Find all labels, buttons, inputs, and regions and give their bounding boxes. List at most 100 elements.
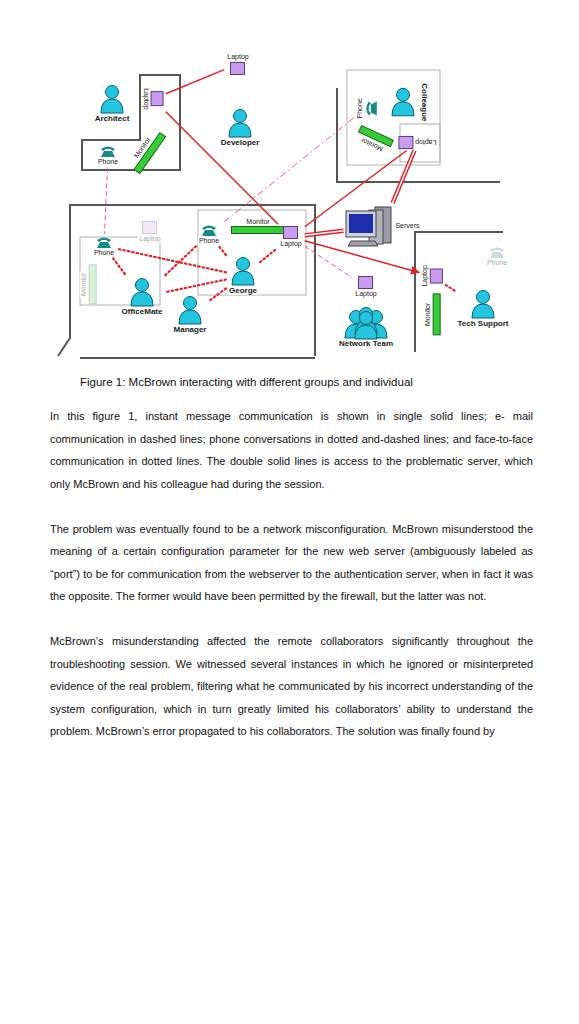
desk-area: [347, 70, 440, 165]
node-label: Laptop: [421, 264, 429, 287]
person-icon: [228, 109, 252, 138]
node-label: Monitor: [245, 218, 270, 226]
person-node: OfficeMate: [121, 278, 164, 317]
node-label: Network Team: [338, 340, 394, 349]
node-label: Laptop: [354, 290, 377, 298]
laptop-icon: [283, 226, 298, 239]
phone-node: Phone: [97, 145, 119, 166]
laptop-icon: [142, 221, 157, 234]
laptop-node: Laptop: [354, 276, 377, 298]
person-icon: [178, 296, 202, 325]
communication-link: [219, 246, 226, 255]
laptop-node: Laptop: [138, 221, 161, 243]
person-icon: [471, 290, 495, 319]
monitor-node: Monitor: [231, 218, 286, 235]
group-icon: [344, 307, 388, 339]
phone-icon: [489, 246, 505, 258]
node-label: Phone: [486, 259, 508, 267]
room-wall: [415, 232, 503, 352]
node-label: Colleague: [419, 82, 428, 122]
room-wall: [58, 205, 315, 358]
node-label: Phone: [198, 237, 220, 245]
monitor-icon: [231, 226, 286, 234]
node-label: Developer: [220, 139, 261, 148]
desk-area: [80, 237, 160, 305]
paragraph: In this figure 1, instant message commun…: [50, 405, 533, 495]
phone-node: Phone: [198, 224, 220, 245]
communication-link: [209, 289, 226, 301]
communication-link: [113, 258, 126, 275]
communication-link: [165, 280, 226, 293]
laptop-icon: [398, 136, 413, 149]
monitor-icon: [88, 264, 96, 304]
node-label: OfficeMate: [121, 308, 164, 317]
node-label: Laptop: [279, 240, 302, 248]
phone-icon: [364, 100, 376, 116]
phone-icon: [201, 224, 217, 236]
communication-link: [105, 167, 108, 233]
caption-text: Figure 1: McBrown interacting with diffe…: [80, 376, 413, 388]
person-icon: [130, 278, 154, 307]
laptop-icon: [151, 91, 164, 106]
person-icon: [100, 85, 124, 114]
node-label: Laptop: [142, 87, 150, 110]
laptop-node: Laptop: [226, 53, 249, 75]
communication-link: [305, 241, 419, 273]
node-label: Servers: [394, 222, 420, 230]
communication-link: [305, 231, 344, 236]
body-text: In this figure 1, instant message commun…: [50, 405, 533, 765]
phone-node: Phone: [486, 246, 508, 267]
node-label: Architect: [94, 115, 131, 124]
laptop-icon: [358, 276, 373, 289]
person-node: Manager: [173, 296, 208, 335]
communication-link: [260, 248, 277, 262]
communication-link: [445, 284, 455, 290]
node-label: Phone: [97, 158, 119, 166]
node-label: Laptop: [414, 138, 437, 146]
node-label: George: [228, 287, 258, 296]
communication-link: [165, 246, 196, 275]
person-node: Tech Support: [457, 290, 510, 329]
laptop-node: Laptop: [421, 264, 443, 287]
node-label: Monitor: [424, 301, 432, 326]
monitor-node: Monitor: [424, 293, 441, 335]
phone-node: Phone: [93, 236, 115, 257]
group-node: Network Team: [338, 307, 394, 349]
phone-node: Phone: [356, 97, 377, 119]
phone-icon: [100, 145, 116, 157]
desk-area: [198, 210, 306, 295]
phone-icon: [96, 236, 112, 248]
communication-link: [166, 70, 224, 94]
node-label: Laptop: [226, 53, 249, 61]
node-label: Monitor: [80, 271, 88, 296]
figure-caption: Figure 1: McBrown interacting with diffe…: [80, 374, 413, 390]
monitor-node: Monitor: [80, 264, 97, 304]
person-node: George: [228, 257, 258, 296]
node-label: Phone: [93, 249, 115, 257]
monitor-icon: [432, 293, 440, 335]
paragraph: The problem was eventually found to be a…: [50, 518, 533, 608]
person-node: Architect: [94, 85, 131, 124]
node-label: Phone: [356, 97, 364, 119]
room-wall: [82, 75, 180, 170]
node-label: Tech Support: [457, 320, 510, 329]
figure: LaptopLaptopArchitectDeveloperPhoneColle…: [0, 0, 579, 370]
laptop-icon: [230, 62, 245, 75]
person-node: Colleague: [389, 82, 428, 122]
person-icon: [391, 87, 415, 116]
node-label: Laptop: [138, 235, 161, 243]
monitor-node: Monitor: [354, 125, 394, 155]
server-node: Servers: [345, 205, 420, 247]
communication-link: [305, 246, 353, 278]
communication-link: [166, 112, 278, 224]
node-label: Manager: [173, 326, 208, 335]
laptop-node: Laptop: [142, 87, 164, 110]
communication-link: [222, 118, 354, 224]
paragraph: McBrown’s misunderstanding affected the …: [50, 630, 533, 743]
server-icon: [345, 205, 393, 247]
communication-link: [393, 151, 415, 204]
laptop-node: Laptop: [398, 136, 437, 149]
monitor-node: Monitor: [126, 126, 166, 173]
laptop-icon: [430, 269, 443, 284]
person-node: Developer: [220, 109, 261, 148]
